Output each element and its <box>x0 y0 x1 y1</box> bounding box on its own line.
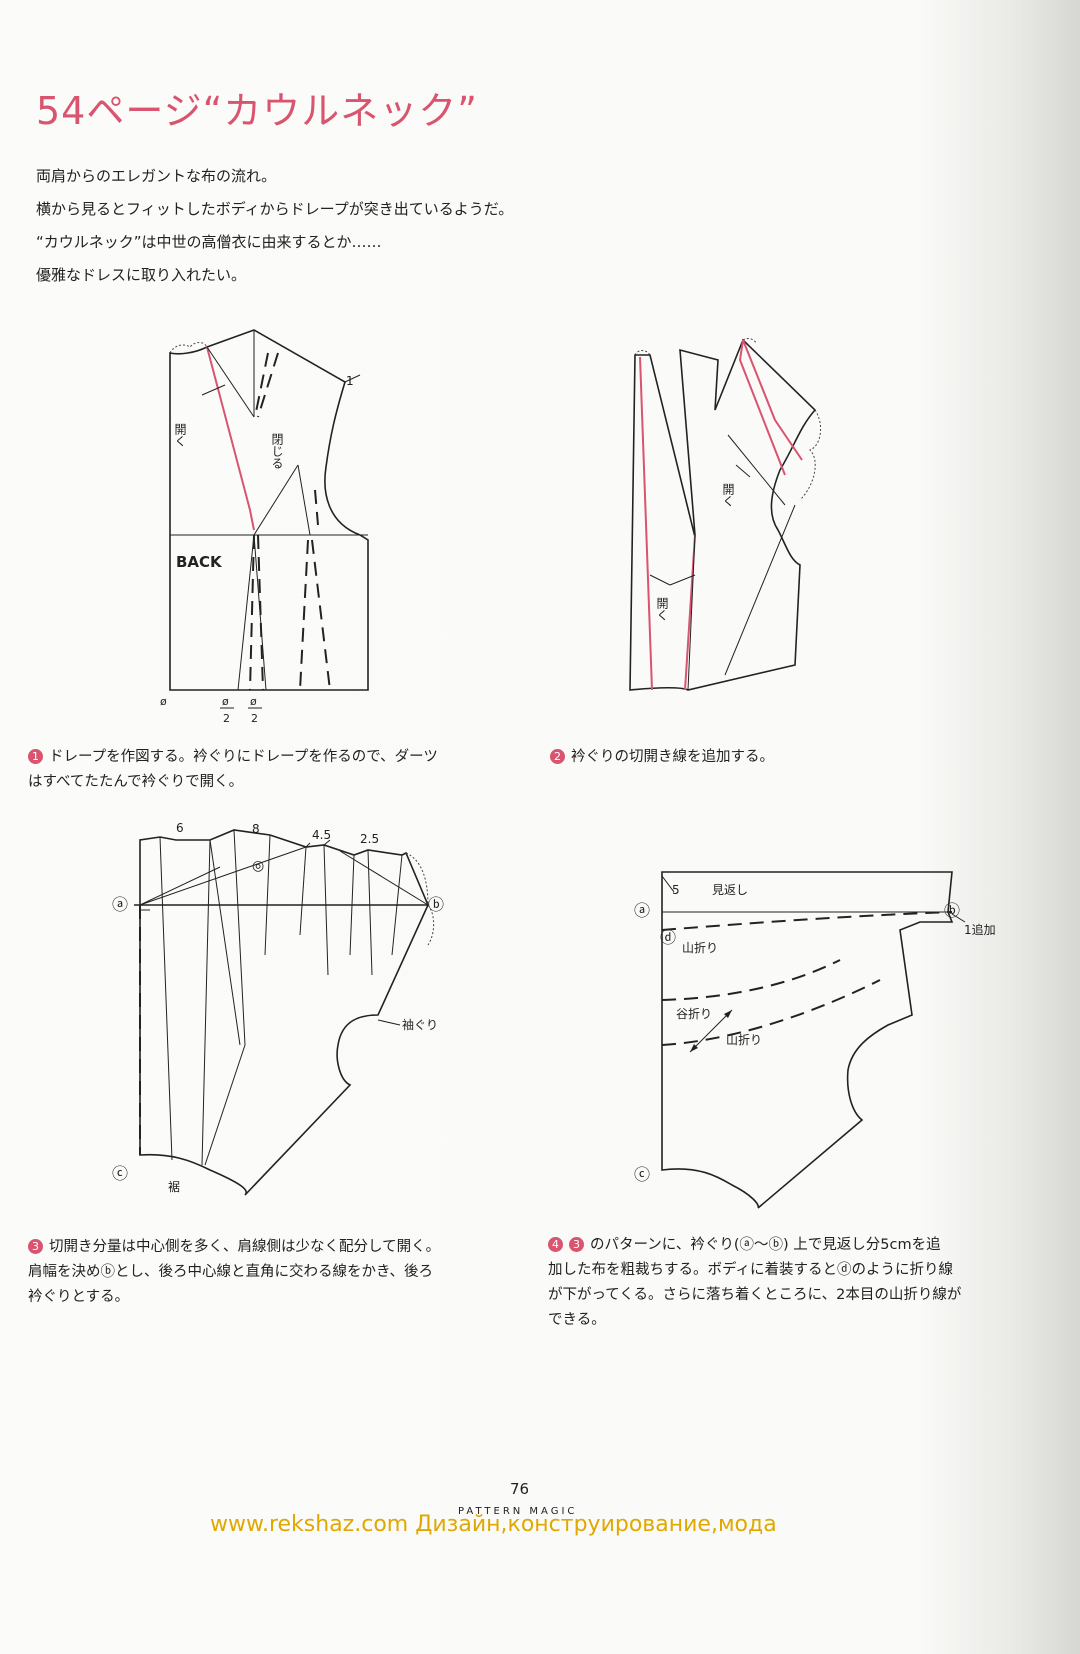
label-open: 開く <box>721 483 735 507</box>
label-2: 2 <box>223 712 230 725</box>
label-4-5: 4.5 <box>312 828 331 842</box>
watermark-link[interactable]: www.rekshaz.com Дизайн,конструирование,м… <box>210 1512 777 1537</box>
label-back: BACK <box>176 553 223 571</box>
label-mountain-fold: 山折り <box>682 940 718 955</box>
label-o: ø <box>160 695 167 708</box>
intro-line: 横から見るとフィットしたボディからドレープが突き出ているようだ。 <box>36 200 514 218</box>
label-facing: 見返し <box>712 883 748 897</box>
intro-line: “カウルネック”は中世の高僧衣に由来するとか…… <box>36 233 382 251</box>
label-add: 1追加 <box>964 922 996 937</box>
label-6: 6 <box>176 821 184 835</box>
label-b: ⓑ <box>428 895 444 914</box>
label-o-half: ø <box>222 695 229 708</box>
label-open: 開く <box>655 597 669 621</box>
label-open: 開く <box>173 423 187 447</box>
label-8: 8 <box>252 822 260 836</box>
label-c: ⓒ <box>112 1164 128 1183</box>
intro-text: 両肩からのエレガントな布の流れ。 横から見るとフィットしたボディからドレープが突… <box>36 160 513 292</box>
label-d: ⓓ <box>660 928 676 947</box>
label-b: ⓑ <box>944 901 960 920</box>
intro-line: 両肩からのエレガントな布の流れ。 <box>36 167 277 185</box>
label-5: 5 <box>672 883 680 897</box>
label-valley-fold: 谷折り <box>676 1006 712 1021</box>
figure-4-facing-pattern: 5 見返し ⓐ ⓑ 1追加 ⓒ ⓓ 山折り 谷折り 山折り <box>634 871 996 1209</box>
label-2-5: 2.5 <box>360 832 379 846</box>
page-title: 54ページ“カウルネック” <box>36 89 478 133</box>
page-number: 76 <box>510 1480 530 1498</box>
label-1: 1 <box>346 374 354 388</box>
label-o-half: ø <box>250 695 257 708</box>
label-2: 2 <box>251 712 258 725</box>
label-hem: 裾 <box>168 1179 180 1194</box>
figure-3-spread-pattern: 6 8 4.5 2.5 ⓐ ⓑ ⓒ ◎ 袖ぐり 裾 <box>112 821 444 1196</box>
figure-2-slash-lines: 開く 開く <box>629 338 822 691</box>
intro-line: 優雅なドレスに取り入れたい。 <box>36 266 247 284</box>
book-brand: PATTERN MAGIC <box>458 1506 578 1517</box>
label-a: ⓐ <box>634 901 650 920</box>
label-target: ◎ <box>252 858 264 874</box>
label-close: 閉じる <box>270 433 284 469</box>
figure-1-back-draft: BACK 開く 閉じる 1 ø ø 2 ø 2 <box>160 329 369 725</box>
label-a: ⓐ <box>112 895 128 914</box>
label-armhole: 袖ぐり <box>402 1017 438 1032</box>
label-mountain-fold-2: 山折り <box>726 1032 762 1047</box>
label-c: ⓒ <box>634 1165 650 1184</box>
